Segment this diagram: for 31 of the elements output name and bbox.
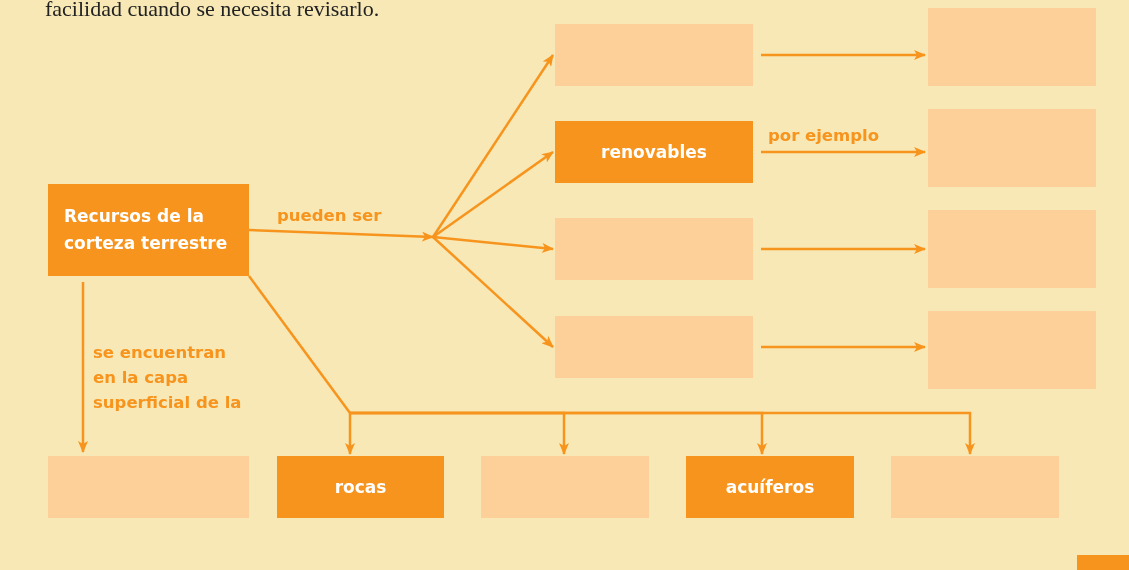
arrow [345, 411, 355, 455]
empty-box [48, 456, 249, 518]
concept-box [686, 456, 854, 518]
arrow [761, 342, 926, 352]
concept-box [48, 184, 249, 276]
empty-box [928, 8, 1096, 86]
concept-box [277, 456, 444, 518]
arrow [431, 54, 555, 238]
empty-box [481, 456, 649, 518]
concept-box [555, 121, 753, 183]
empty-box [928, 311, 1096, 389]
arrow [761, 50, 926, 60]
empty-box [555, 316, 753, 378]
empty-box [928, 210, 1096, 288]
empty-box [928, 109, 1096, 187]
box-label: renovables [601, 140, 707, 164]
text-line: facilidad cuando se necesita revisarlo. [45, 0, 380, 22]
empty-box [555, 218, 753, 280]
arrow [432, 235, 554, 253]
arrow [78, 282, 88, 453]
box-label: acuíferos [725, 475, 815, 499]
arrow [350, 411, 975, 455]
empty-box [555, 24, 753, 86]
arrow [761, 147, 926, 157]
box-label: Recursos de la corteza terrestre [64, 205, 229, 255]
arrow [761, 244, 926, 254]
arrow-trunk [248, 228, 434, 242]
arrow [432, 150, 554, 239]
empty-box [891, 456, 1059, 518]
box-label: rocas [334, 475, 387, 499]
arrow [432, 236, 554, 348]
